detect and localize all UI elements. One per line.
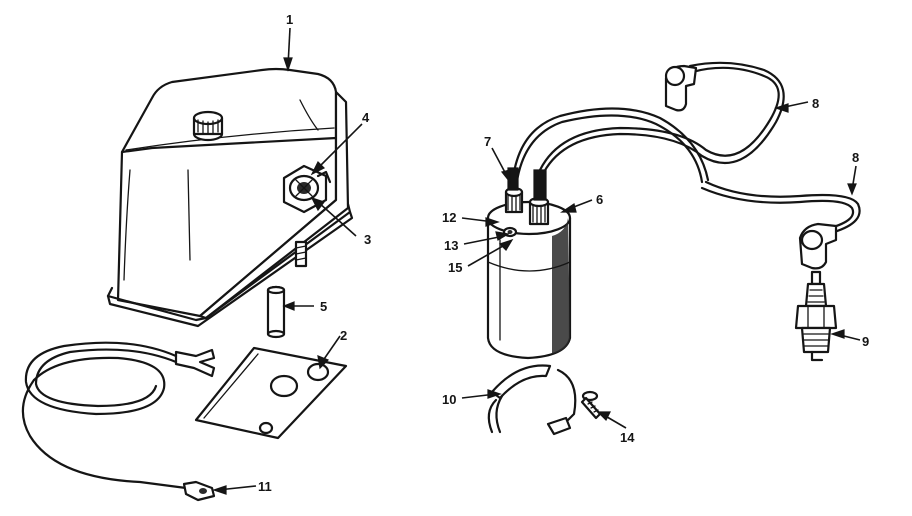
plug-boot-bottom [798, 222, 838, 270]
callout-1: 1 [286, 12, 293, 27]
spark-plug [794, 270, 838, 362]
callout-12: 12 [442, 210, 456, 225]
callout-labels: 1 2 3 4 5 6 7 8 8 9 10 11 12 13 14 15 [258, 12, 869, 494]
callout-6: 6 [596, 192, 603, 207]
callout-8-upper: 8 [812, 96, 819, 111]
plug-boot-top [664, 64, 698, 112]
coil-terminal-secondary [528, 196, 550, 226]
callout-14: 14 [620, 430, 635, 445]
callout-3: 3 [364, 232, 371, 247]
clamp-strap [487, 364, 577, 436]
callout-13: 13 [444, 238, 458, 253]
callout-15: 15 [448, 260, 462, 275]
mounting-stud [294, 240, 308, 268]
ignition-box-housing [106, 67, 354, 328]
callout-8-right: 8 [852, 150, 859, 165]
callout-7: 7 [484, 134, 491, 149]
sleeve-pin [266, 285, 286, 339]
callout-4: 4 [362, 110, 370, 125]
callout-5: 5 [320, 299, 327, 314]
callout-9: 9 [862, 334, 869, 349]
coil-terminal-primary [504, 186, 524, 214]
leader-lines [212, 27, 861, 495]
gasket-plate [194, 346, 348, 440]
callout-2: 2 [340, 328, 347, 343]
top-cap [192, 110, 224, 142]
callout-10: 10 [442, 392, 456, 407]
screw [580, 390, 602, 420]
ignition-coil [486, 186, 572, 360]
ground-wire [21, 341, 216, 502]
callout-11: 11 [258, 479, 272, 494]
high-tension-leads [507, 61, 861, 270]
